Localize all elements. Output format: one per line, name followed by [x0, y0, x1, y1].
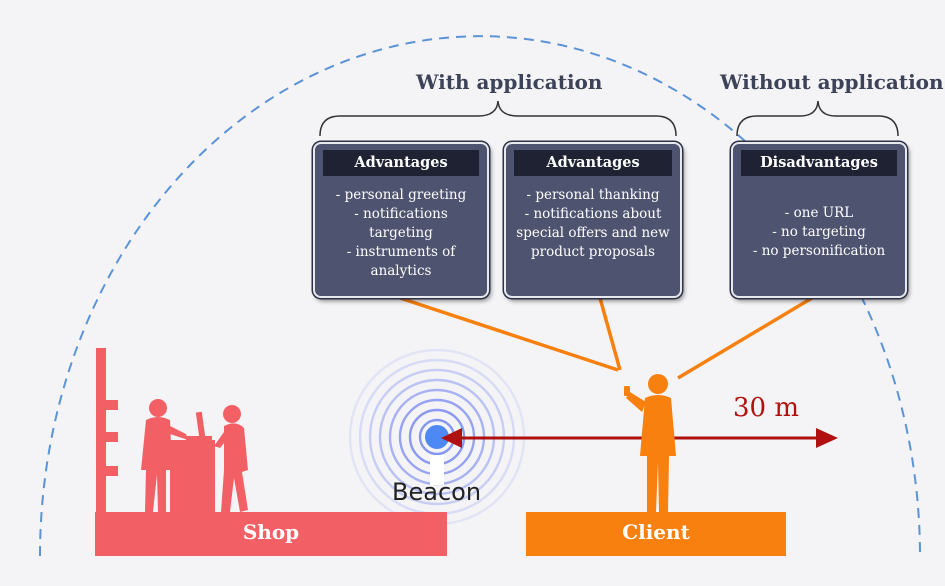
- card-app-advantages-client: Advantages - personal thanking - notific…: [504, 142, 682, 298]
- beacon-device: [430, 455, 444, 485]
- client-person-icon: [624, 374, 676, 512]
- card-line: special offers and new: [516, 225, 670, 241]
- client-bar: [526, 512, 786, 556]
- shop-customer-icon: [214, 405, 248, 512]
- card-body: - personal thanking - notifications abou…: [506, 176, 680, 262]
- card-app-advantages-shop: Advantages - personal greeting - notific…: [313, 142, 489, 298]
- shop-label: Shop: [242, 520, 300, 544]
- shop-bar: [95, 512, 447, 556]
- card-title: Advantages: [514, 150, 672, 176]
- client-label: Client: [622, 520, 690, 544]
- card-title: Disadvantages: [741, 150, 897, 176]
- card-line: analytics: [370, 263, 432, 279]
- brace-without-application: [736, 100, 899, 137]
- distance-label: 30 m: [733, 393, 800, 423]
- range-arc: [39, 35, 921, 557]
- card-line: - instruments of: [346, 244, 456, 260]
- beacon-label: Beacon: [392, 478, 482, 506]
- card-line: - notifications about: [524, 206, 662, 222]
- client-scene: [526, 374, 786, 556]
- card-title: Advantages: [323, 150, 479, 176]
- card-line: - no personification: [752, 243, 886, 259]
- card-no-app-disadvantages: Disadvantages - one URL - no targeting -…: [731, 142, 907, 298]
- card-body: - personal greeting - notifications targ…: [315, 176, 487, 281]
- card-line: targeting: [369, 225, 433, 241]
- with-application-title: With application: [416, 70, 603, 94]
- beacon-dot: [425, 425, 449, 449]
- connector-lines: [399, 296, 813, 380]
- card-line: - personal thanking: [526, 187, 660, 203]
- shop-clerk-icon: [141, 399, 188, 512]
- card-line: product proposals: [530, 244, 656, 260]
- range-arrow: [441, 428, 838, 448]
- brace-with-application: [319, 100, 677, 137]
- card-line: - notifications: [354, 206, 448, 222]
- shop-scene: [95, 348, 447, 556]
- without-application-title: Without application: [720, 70, 944, 94]
- card-body: - one URL - no targeting - no personific…: [733, 176, 905, 261]
- card-line: - personal greeting: [335, 187, 467, 203]
- shop-shelf-icon: [96, 348, 118, 514]
- card-line: - no targeting: [772, 224, 866, 240]
- card-line: - one URL: [784, 205, 854, 221]
- shop-counter-icon: [170, 411, 215, 512]
